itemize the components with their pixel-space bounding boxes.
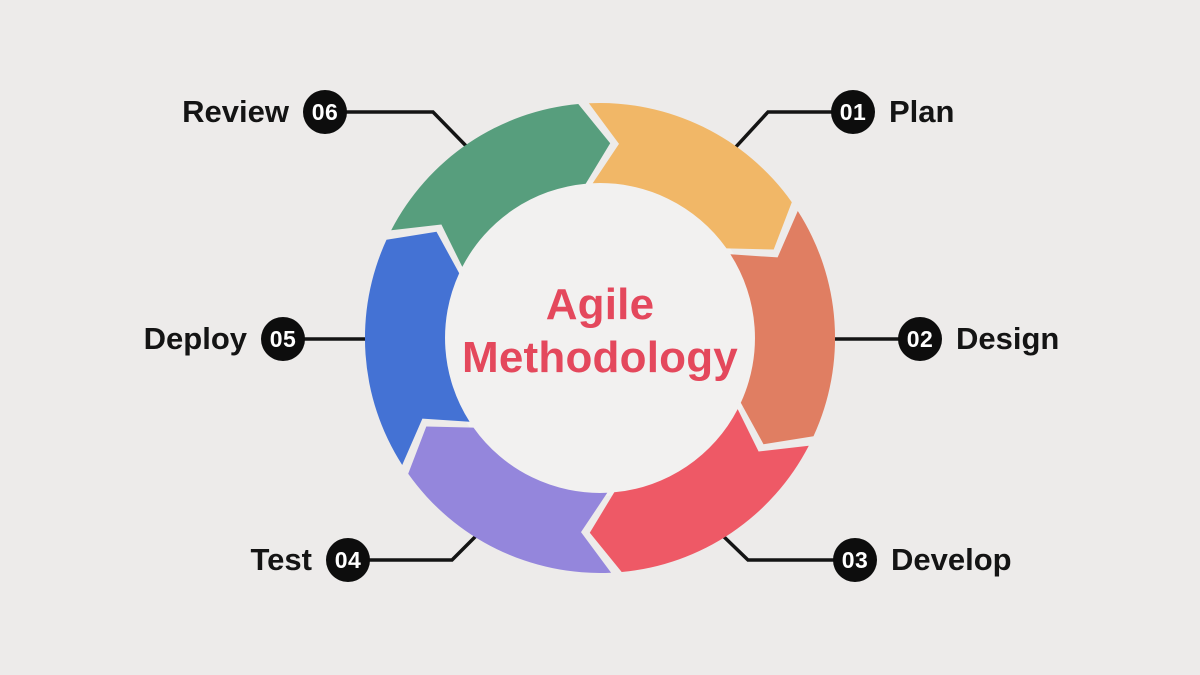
- diagram-title-line1: Agile: [545, 280, 655, 329]
- label-plan: Plan: [889, 94, 955, 129]
- inner-circle: [442, 180, 758, 496]
- segment-develop: [589, 409, 809, 572]
- segment-design: [730, 211, 836, 445]
- step-review: Review 06: [182, 90, 347, 134]
- connector-review: [325, 110, 474, 154]
- segment-deploy: [364, 231, 470, 465]
- badge-review: 06: [303, 90, 347, 134]
- step-design: 02 Design: [898, 317, 1059, 361]
- badge-deploy: 05: [261, 317, 305, 361]
- connector-develop: [718, 531, 855, 562]
- step-plan: 01 Plan: [831, 90, 954, 134]
- label-test: Test: [250, 542, 312, 577]
- diagram-title: Agile Methodology: [450, 278, 750, 384]
- diagram-title-line2: Methodology: [462, 333, 738, 382]
- step-test: Test 04: [251, 538, 370, 582]
- step-deploy: Deploy 05: [144, 317, 305, 361]
- step-develop: 03 Develop: [833, 538, 1012, 582]
- segment-review: [391, 104, 611, 267]
- label-design: Design: [956, 321, 1060, 356]
- label-develop: Develop: [891, 542, 1012, 577]
- label-review: Review: [182, 94, 289, 129]
- segment-plan: [588, 103, 792, 250]
- badge-test: 04: [326, 538, 370, 582]
- segment-test: [408, 426, 612, 573]
- badge-design: 02: [898, 317, 942, 361]
- badge-plan: 01: [831, 90, 875, 134]
- connector-plan: [720, 110, 853, 164]
- label-deploy: Deploy: [143, 321, 247, 356]
- badge-develop: 03: [833, 538, 877, 582]
- connector-test: [348, 526, 486, 562]
